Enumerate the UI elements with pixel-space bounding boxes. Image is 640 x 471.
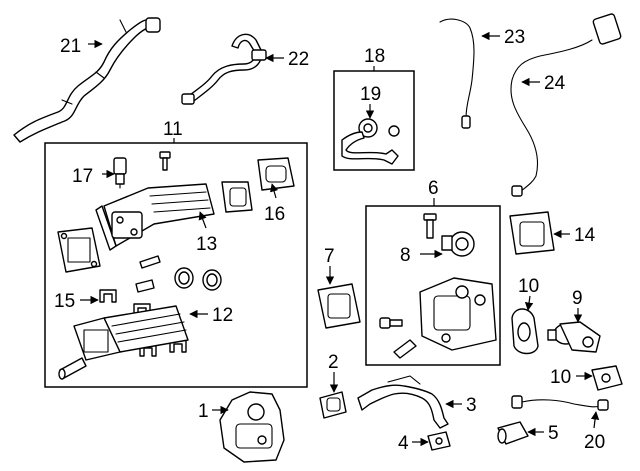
pipe-small[interactable] <box>393 339 417 359</box>
o-ring-2[interactable] <box>202 269 222 291</box>
callout-2: 2 <box>328 352 339 373</box>
callout-24: 24 <box>544 73 566 94</box>
callout-19: 19 <box>360 84 381 105</box>
part-22-tube[interactable] <box>181 33 267 105</box>
bolt[interactable] <box>159 151 171 171</box>
callout-15: 15 <box>54 291 75 312</box>
callout-20: 20 <box>584 432 605 453</box>
part-4-gasket[interactable] <box>427 431 451 451</box>
part-8-actuator[interactable] <box>441 231 475 257</box>
callout-8: 8 <box>400 245 411 266</box>
part-10-gasket-upper[interactable] <box>511 308 539 355</box>
callout-23: 23 <box>504 27 525 48</box>
group-frame-6 <box>365 205 501 366</box>
part-24-sensor-harness[interactable] <box>510 13 622 197</box>
small-gasket-1[interactable] <box>139 255 161 269</box>
callout-4: 4 <box>398 433 409 454</box>
part-19-sensor[interactable] <box>341 118 400 165</box>
part-15-clip[interactable] <box>99 289 117 303</box>
part-20-sensor-wire[interactable] <box>511 395 609 411</box>
part-14-gasket[interactable] <box>509 211 555 255</box>
callout-22: 22 <box>288 49 309 70</box>
callout-11: 11 <box>163 119 183 140</box>
callout-9: 9 <box>572 288 583 309</box>
bolt-6[interactable] <box>423 213 437 239</box>
gasket-left[interactable] <box>57 227 101 273</box>
part-7-gasket[interactable] <box>317 283 361 329</box>
part-12-cooler[interactable] <box>73 305 189 361</box>
part-13-egr-cooler[interactable] <box>95 183 215 251</box>
pipe-stub[interactable] <box>58 357 87 380</box>
group-frame-11 <box>44 142 308 388</box>
callout-18: 18 <box>364 46 385 67</box>
part-2-gasket[interactable] <box>319 391 347 419</box>
part-1-egr-pump[interactable] <box>219 391 285 463</box>
callout-5: 5 <box>548 423 559 444</box>
part-3-pipe[interactable] <box>357 375 449 429</box>
part-23-sensor-wire[interactable] <box>439 18 475 129</box>
callout-10-lower: 10 <box>550 367 571 388</box>
part-6-egr-valve[interactable] <box>419 277 497 351</box>
callout-14: 14 <box>574 225 596 246</box>
bolt-small[interactable] <box>379 317 403 329</box>
leader-lines <box>80 31 600 447</box>
part-5-sensor[interactable] <box>497 421 529 445</box>
gasket-mid[interactable] <box>221 181 253 213</box>
callout-12: 12 <box>212 305 233 326</box>
callout-21: 21 <box>60 36 81 57</box>
part-10-gasket-lower[interactable] <box>591 365 623 391</box>
callouts: 21 22 18 19 23 24 11 17 16 13 6 8 14 7 1… <box>54 27 605 454</box>
part-9-valve[interactable] <box>547 321 601 353</box>
part-16-gasket[interactable] <box>257 157 295 191</box>
callout-6: 6 <box>428 178 439 199</box>
callout-17: 17 <box>72 166 93 187</box>
o-ring-1[interactable] <box>174 267 194 289</box>
part-17-sensor[interactable] <box>113 157 127 189</box>
small-gasket-2[interactable] <box>135 279 155 293</box>
callout-10-upper: 10 <box>518 276 539 297</box>
part-21-hose[interactable] <box>13 17 161 143</box>
callout-16: 16 <box>264 204 285 225</box>
callout-13: 13 <box>196 234 217 255</box>
callout-7: 7 <box>324 246 335 267</box>
callout-1: 1 <box>198 401 209 422</box>
callout-3: 3 <box>466 395 477 416</box>
